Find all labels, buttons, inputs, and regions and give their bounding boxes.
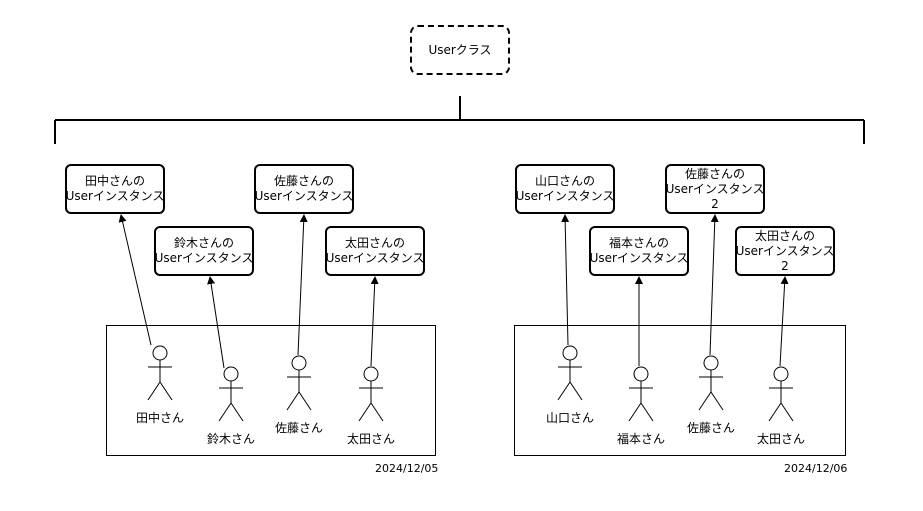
actor-label-fukumoto: 福本さん — [616, 432, 666, 446]
instance-box-tanaka[interactable]: 田中さんの Userインスタンス — [65, 164, 165, 214]
instance-line-2: Userインスタンス — [325, 251, 425, 265]
instance-arrows — [118, 214, 789, 369]
actor-label-sato-2: 佐藤さん — [686, 421, 736, 435]
actor-figure-oota-2 — [768, 366, 794, 422]
instance-line-2: Userインスタンス — [65, 189, 165, 203]
instance-line-3: 2 — [781, 258, 789, 273]
actor-label-oota-2: 太田さん — [756, 432, 806, 446]
actor-label-tanaka: 田中さん — [135, 411, 185, 425]
user-class-box[interactable]: Userクラス — [410, 25, 510, 75]
instance-box-sato-2[interactable]: 佐藤さんの Userインスタンス 2 — [665, 164, 765, 214]
user-class-label: Userクラス — [428, 42, 492, 57]
instance-line-1: 田中さんの — [84, 174, 145, 188]
actor-label-sato: 佐藤さん — [274, 421, 324, 435]
instance-line-1: 佐藤さんの — [684, 166, 745, 181]
instance-box-oota-2[interactable]: 太田さんの Userインスタンス 2 — [735, 226, 835, 276]
instance-line-1: 太田さんの — [754, 228, 815, 243]
actor-figure-yamaguchi — [557, 345, 583, 401]
actor-figure-oota — [358, 366, 384, 422]
instance-box-yamaguchi[interactable]: 山口さんの Userインスタンス — [515, 164, 615, 214]
date-label-1205: 2024/12/05 — [375, 462, 439, 475]
instance-line-2: Userインスタンス — [515, 189, 615, 203]
actor-label-yamaguchi: 山口さん — [545, 411, 595, 425]
instance-line-2: Userインスタンス — [254, 189, 354, 203]
instance-line-2: Userインスタンス — [589, 251, 689, 265]
instance-box-fukumoto[interactable]: 福本さんの Userインスタンス — [589, 226, 689, 276]
actor-figure-sato-2 — [698, 355, 724, 411]
arrow-tanaka — [118, 214, 152, 346]
instance-box-sato[interactable]: 佐藤さんの Userインスタンス — [254, 164, 354, 214]
actor-figure-sato — [286, 355, 312, 411]
instance-line-1: 佐藤さんの — [273, 174, 334, 188]
arrow-yamaguchi — [561, 214, 570, 346]
actor-figure-suzuki — [218, 366, 244, 422]
instance-line-1: 太田さんの — [344, 236, 405, 250]
instance-line-1: 福本さんの — [608, 236, 669, 250]
arrow-sato-2 — [709, 214, 719, 356]
instance-line-2: Userインスタンス — [735, 243, 835, 258]
date-label-1206: 2024/12/06 — [784, 462, 848, 475]
arrow-suzuki — [207, 276, 225, 369]
actor-label-suzuki: 鈴木さん — [206, 432, 256, 446]
hierarchy-bracket — [54, 96, 865, 144]
arrow-oota-2 — [779, 276, 789, 367]
arrow-sato — [297, 214, 308, 356]
actor-figure-tanaka — [147, 345, 173, 401]
group-frame-1205 — [106, 325, 436, 456]
instance-box-suzuki[interactable]: 鈴木さんの Userインスタンス — [154, 226, 254, 276]
instance-line-2: Userインスタンス — [154, 251, 254, 265]
instance-box-oota[interactable]: 太田さんの Userインスタンス — [325, 226, 425, 276]
actor-label-oota: 太田さん — [346, 432, 396, 446]
instance-line-1: 鈴木さんの — [173, 236, 234, 250]
instance-line-3: 2 — [711, 196, 719, 211]
arrow-oota — [370, 276, 379, 367]
actor-figure-fukumoto — [628, 366, 654, 422]
instance-line-1: 山口さんの — [534, 174, 595, 188]
instance-line-2: Userインスタンス — [665, 181, 765, 196]
group-frame-1206 — [514, 325, 846, 456]
